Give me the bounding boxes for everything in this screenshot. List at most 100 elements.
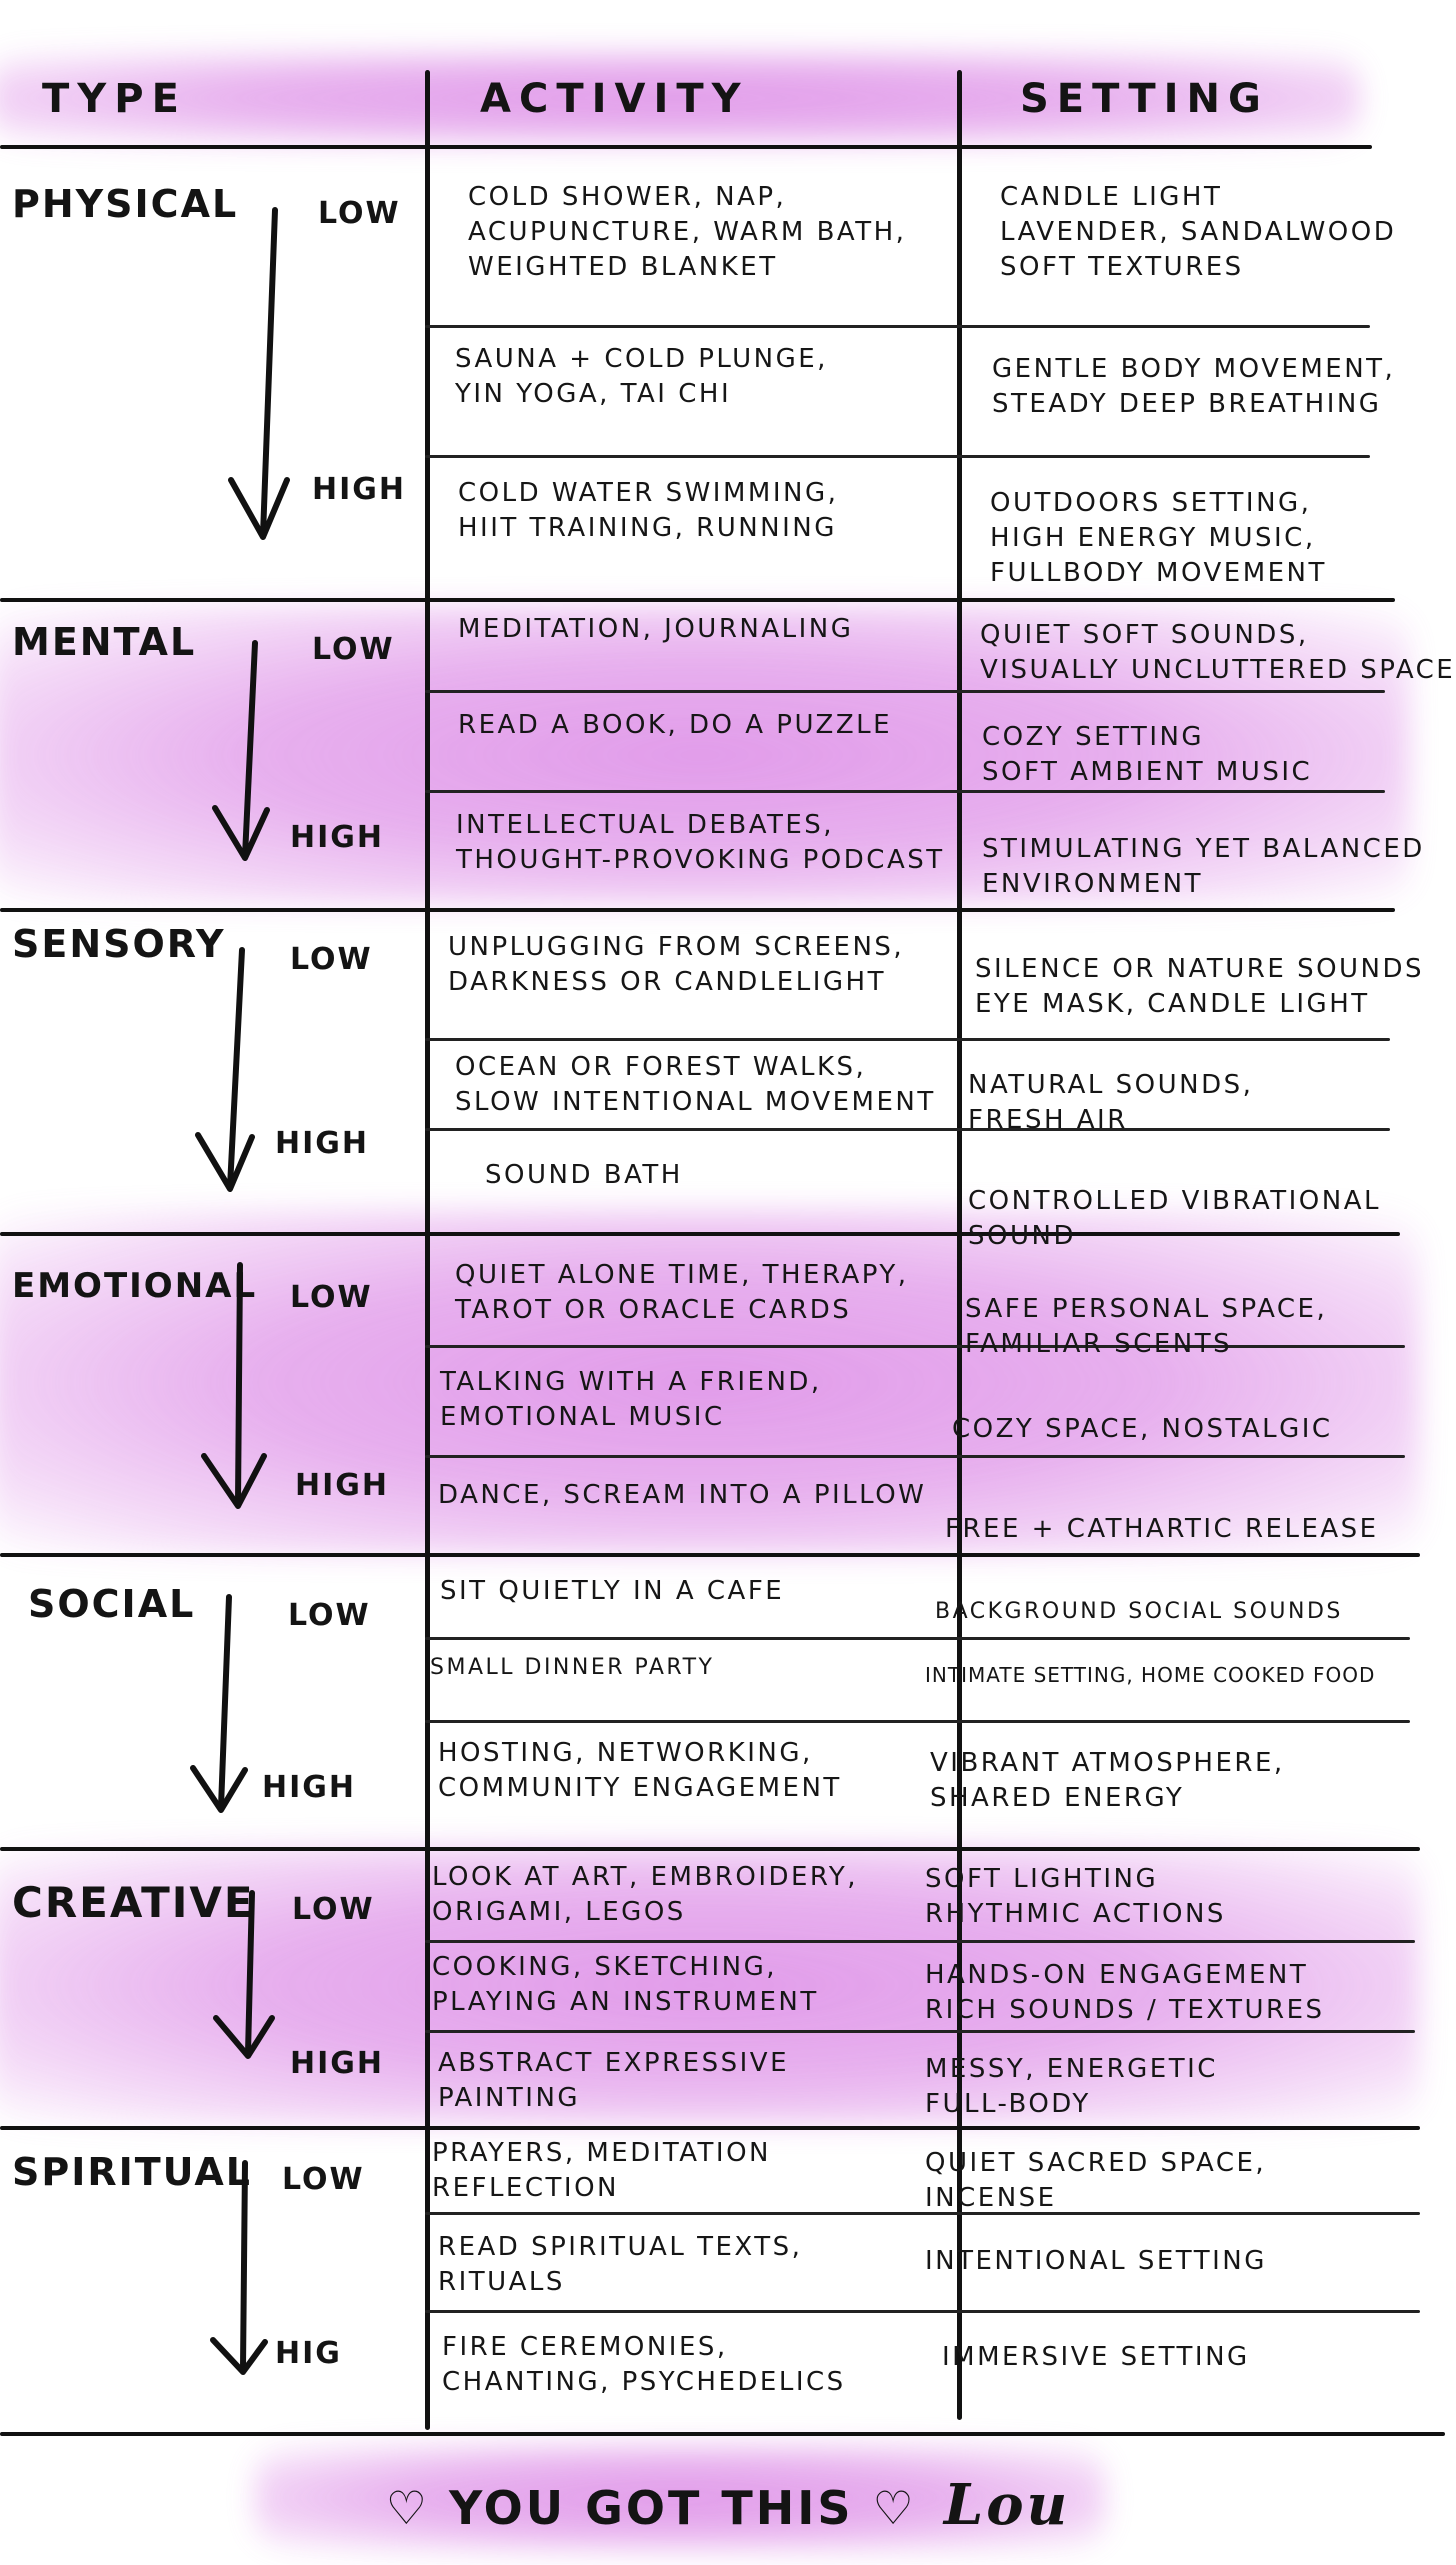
low-to-high-arrow [212, 640, 270, 861]
tier-rule [425, 690, 1385, 693]
level-low: LOW [290, 942, 373, 977]
level-low: LOW [312, 632, 395, 667]
activity-cell: READ SPIRITUAL TEXTS, RITUALS [438, 2232, 803, 2297]
setting-cell: INTIMATE SETTING, HOME COOKED FOOD [925, 1663, 1376, 1687]
activity-cell: SIT QUIETLY IN A CAFE [440, 1576, 785, 1606]
level-low: LOW [290, 1280, 373, 1315]
header-activity: ACTIVITY [480, 76, 749, 122]
low-to-high-arrow [213, 1890, 275, 2059]
setting-cell: OUTDOORS SETTING, HIGH ENERGY MUSIC, FUL… [990, 488, 1327, 588]
setting-cell: COZY SETTING SOFT AMBIENT MUSIC [982, 722, 1313, 787]
type-label-creative: CREATIVE [12, 1878, 255, 1927]
level-high: HIG [275, 2336, 342, 2371]
level-high: HIGH [295, 1468, 390, 1503]
bottom-rule [0, 2432, 1445, 2436]
tier-rule [425, 2030, 1415, 2033]
activity-cell: FIRE CEREMONIES, CHANTING, PSYCHEDELICS [442, 2332, 846, 2397]
level-high: HIGH [312, 472, 407, 507]
setting-cell: HANDS-ON ENGAGEMENT RICH SOUNDS / TEXTUR… [925, 1960, 1325, 2025]
level-high: HIGH [290, 2046, 385, 2081]
tier-rule [425, 2310, 1420, 2313]
activity-cell: LOOK AT ART, EMBROIDERY, ORIGAMI, LEGOS [432, 1862, 858, 1927]
footer-text: YOU GOT THIS [449, 2481, 854, 2535]
activity-cell: SAUNA + COLD PLUNGE, YIN YOGA, TAI CHI [455, 344, 828, 409]
low-to-high-arrow [190, 1594, 248, 1813]
setting-cell: IMMERSIVE SETTING [942, 2342, 1250, 2372]
setting-cell: GENTLE BODY MOVEMENT, STEADY DEEP BREATH… [992, 354, 1396, 419]
activity-cell: SMALL DINNER PARTY [430, 1655, 715, 1680]
low-to-high-arrow [195, 947, 255, 1192]
header-rule [0, 145, 1372, 149]
setting-cell: QUIET SACRED SPACE, INCENSE [925, 2148, 1267, 2213]
heart-icon: ♡ [385, 2481, 430, 2535]
header-type: TYPE [42, 76, 187, 122]
activity-cell: OCEAN OR FOREST WALKS, SLOW INTENTIONAL … [455, 1052, 936, 1117]
section-rule-emotional [0, 1232, 1400, 1236]
footer-message: ♡ YOU GOT THIS ♡ Lou [0, 2472, 1456, 2538]
activity-cell: COLD SHOWER, NAP, ACUPUNCTURE, WARM BATH… [468, 182, 907, 282]
activity-cell: INTELLECTUAL DEBATES, THOUGHT-PROVOKING … [456, 810, 945, 875]
level-low: LOW [288, 1598, 371, 1633]
signature: Lou [943, 2472, 1071, 2538]
activity-cell: READ A BOOK, DO A PUZZLE [458, 710, 893, 740]
setting-cell: STIMULATING YET BALANCED ENVIRONMENT [982, 834, 1425, 899]
section-rule-mental [0, 598, 1395, 602]
heart-icon: ♡ [872, 2481, 917, 2535]
level-low: LOW [318, 196, 401, 231]
setting-cell: CANDLE LIGHT LAVENDER, SANDALWOOD SOFT T… [1000, 182, 1397, 282]
setting-cell: NATURAL SOUNDS, FRESH AIR [968, 1070, 1254, 1135]
activity-cell: COLD WATER SWIMMING, HIIT TRAINING, RUNN… [458, 478, 839, 543]
tier-rule [425, 455, 1370, 458]
section-rule-spiritual [0, 2126, 1420, 2130]
tier-rule [425, 1637, 1410, 1640]
type-label-spiritual: SPIRITUAL [12, 2150, 252, 2194]
level-high: HIGH [275, 1126, 370, 1161]
tier-rule [425, 325, 1370, 328]
header-setting: SETTING [1020, 76, 1269, 122]
activity-cell: COOKING, SKETCHING, PLAYING AN INSTRUMEN… [432, 1952, 819, 2017]
type-label-physical: PHYSICAL [12, 182, 239, 226]
level-low: LOW [282, 2162, 365, 2197]
level-low: LOW [292, 1892, 375, 1927]
activity-cell: PRAYERS, MEDITATION REFLECTION [432, 2138, 772, 2203]
column-rule-activity [425, 70, 430, 2430]
low-to-high-arrow [201, 1262, 267, 1509]
low-to-high-arrow [228, 207, 290, 540]
tier-rule [425, 790, 1385, 793]
type-label-emotional: EMOTIONAL [12, 1266, 258, 1306]
setting-cell: SAFE PERSONAL SPACE, FAMILIAR SCENTS [965, 1294, 1328, 1359]
type-label-sensory: SENSORY [12, 922, 226, 966]
tier-rule [425, 1455, 1405, 1458]
setting-cell: FREE + CATHARTIC RELEASE [945, 1514, 1379, 1544]
section-rule-creative [0, 1847, 1420, 1851]
activity-cell: MEDITATION, JOURNALING [458, 614, 854, 644]
tier-rule [425, 2212, 1420, 2215]
type-label-mental: MENTAL [12, 620, 197, 664]
activity-cell: QUIET ALONE TIME, THERAPY, TAROT OR ORAC… [455, 1260, 909, 1325]
activity-cell: DANCE, SCREAM INTO A PILLOW [438, 1480, 927, 1510]
tier-rule [425, 1720, 1410, 1723]
activity-cell: TALKING WITH A FRIEND, EMOTIONAL MUSIC [440, 1367, 822, 1432]
tier-rule [425, 1038, 1390, 1041]
setting-cell: COZY SPACE, NOSTALGIC [952, 1414, 1333, 1444]
setting-cell: CONTROLLED VIBRATIONAL SOUND [968, 1186, 1381, 1251]
setting-cell: MESSY, ENERGETIC FULL-BODY [925, 2054, 1218, 2119]
activity-cell: ABSTRACT EXPRESSIVE PAINTING [438, 2048, 789, 2113]
setting-cell: SOFT LIGHTING RHYTHMIC ACTIONS [925, 1864, 1226, 1929]
level-high: HIGH [262, 1770, 357, 1805]
section-rule-sensory [0, 908, 1395, 912]
column-rule-setting [957, 70, 962, 2420]
low-to-high-arrow [210, 2160, 268, 2375]
type-label-social: SOCIAL [28, 1582, 196, 1626]
setting-cell: SILENCE OR NATURE SOUNDS EYE MASK, CANDL… [975, 954, 1425, 1019]
setting-cell: QUIET SOFT SOUNDS, VISUALLY UNCLUTTERED … [980, 620, 1456, 685]
setting-cell: INTENTIONAL SETTING [925, 2246, 1267, 2276]
setting-cell: BACKGROUND SOCIAL SOUNDS [935, 1599, 1343, 1624]
activity-cell: UNPLUGGING FROM SCREENS, DARKNESS OR CAN… [448, 932, 905, 997]
tier-rule [425, 1940, 1415, 1943]
activity-cell: HOSTING, NETWORKING, COMMUNITY ENGAGEMEN… [438, 1738, 842, 1803]
tier-rule [425, 1128, 1390, 1131]
section-rule-social [0, 1553, 1420, 1557]
activity-cell: SOUND BATH [485, 1160, 683, 1190]
